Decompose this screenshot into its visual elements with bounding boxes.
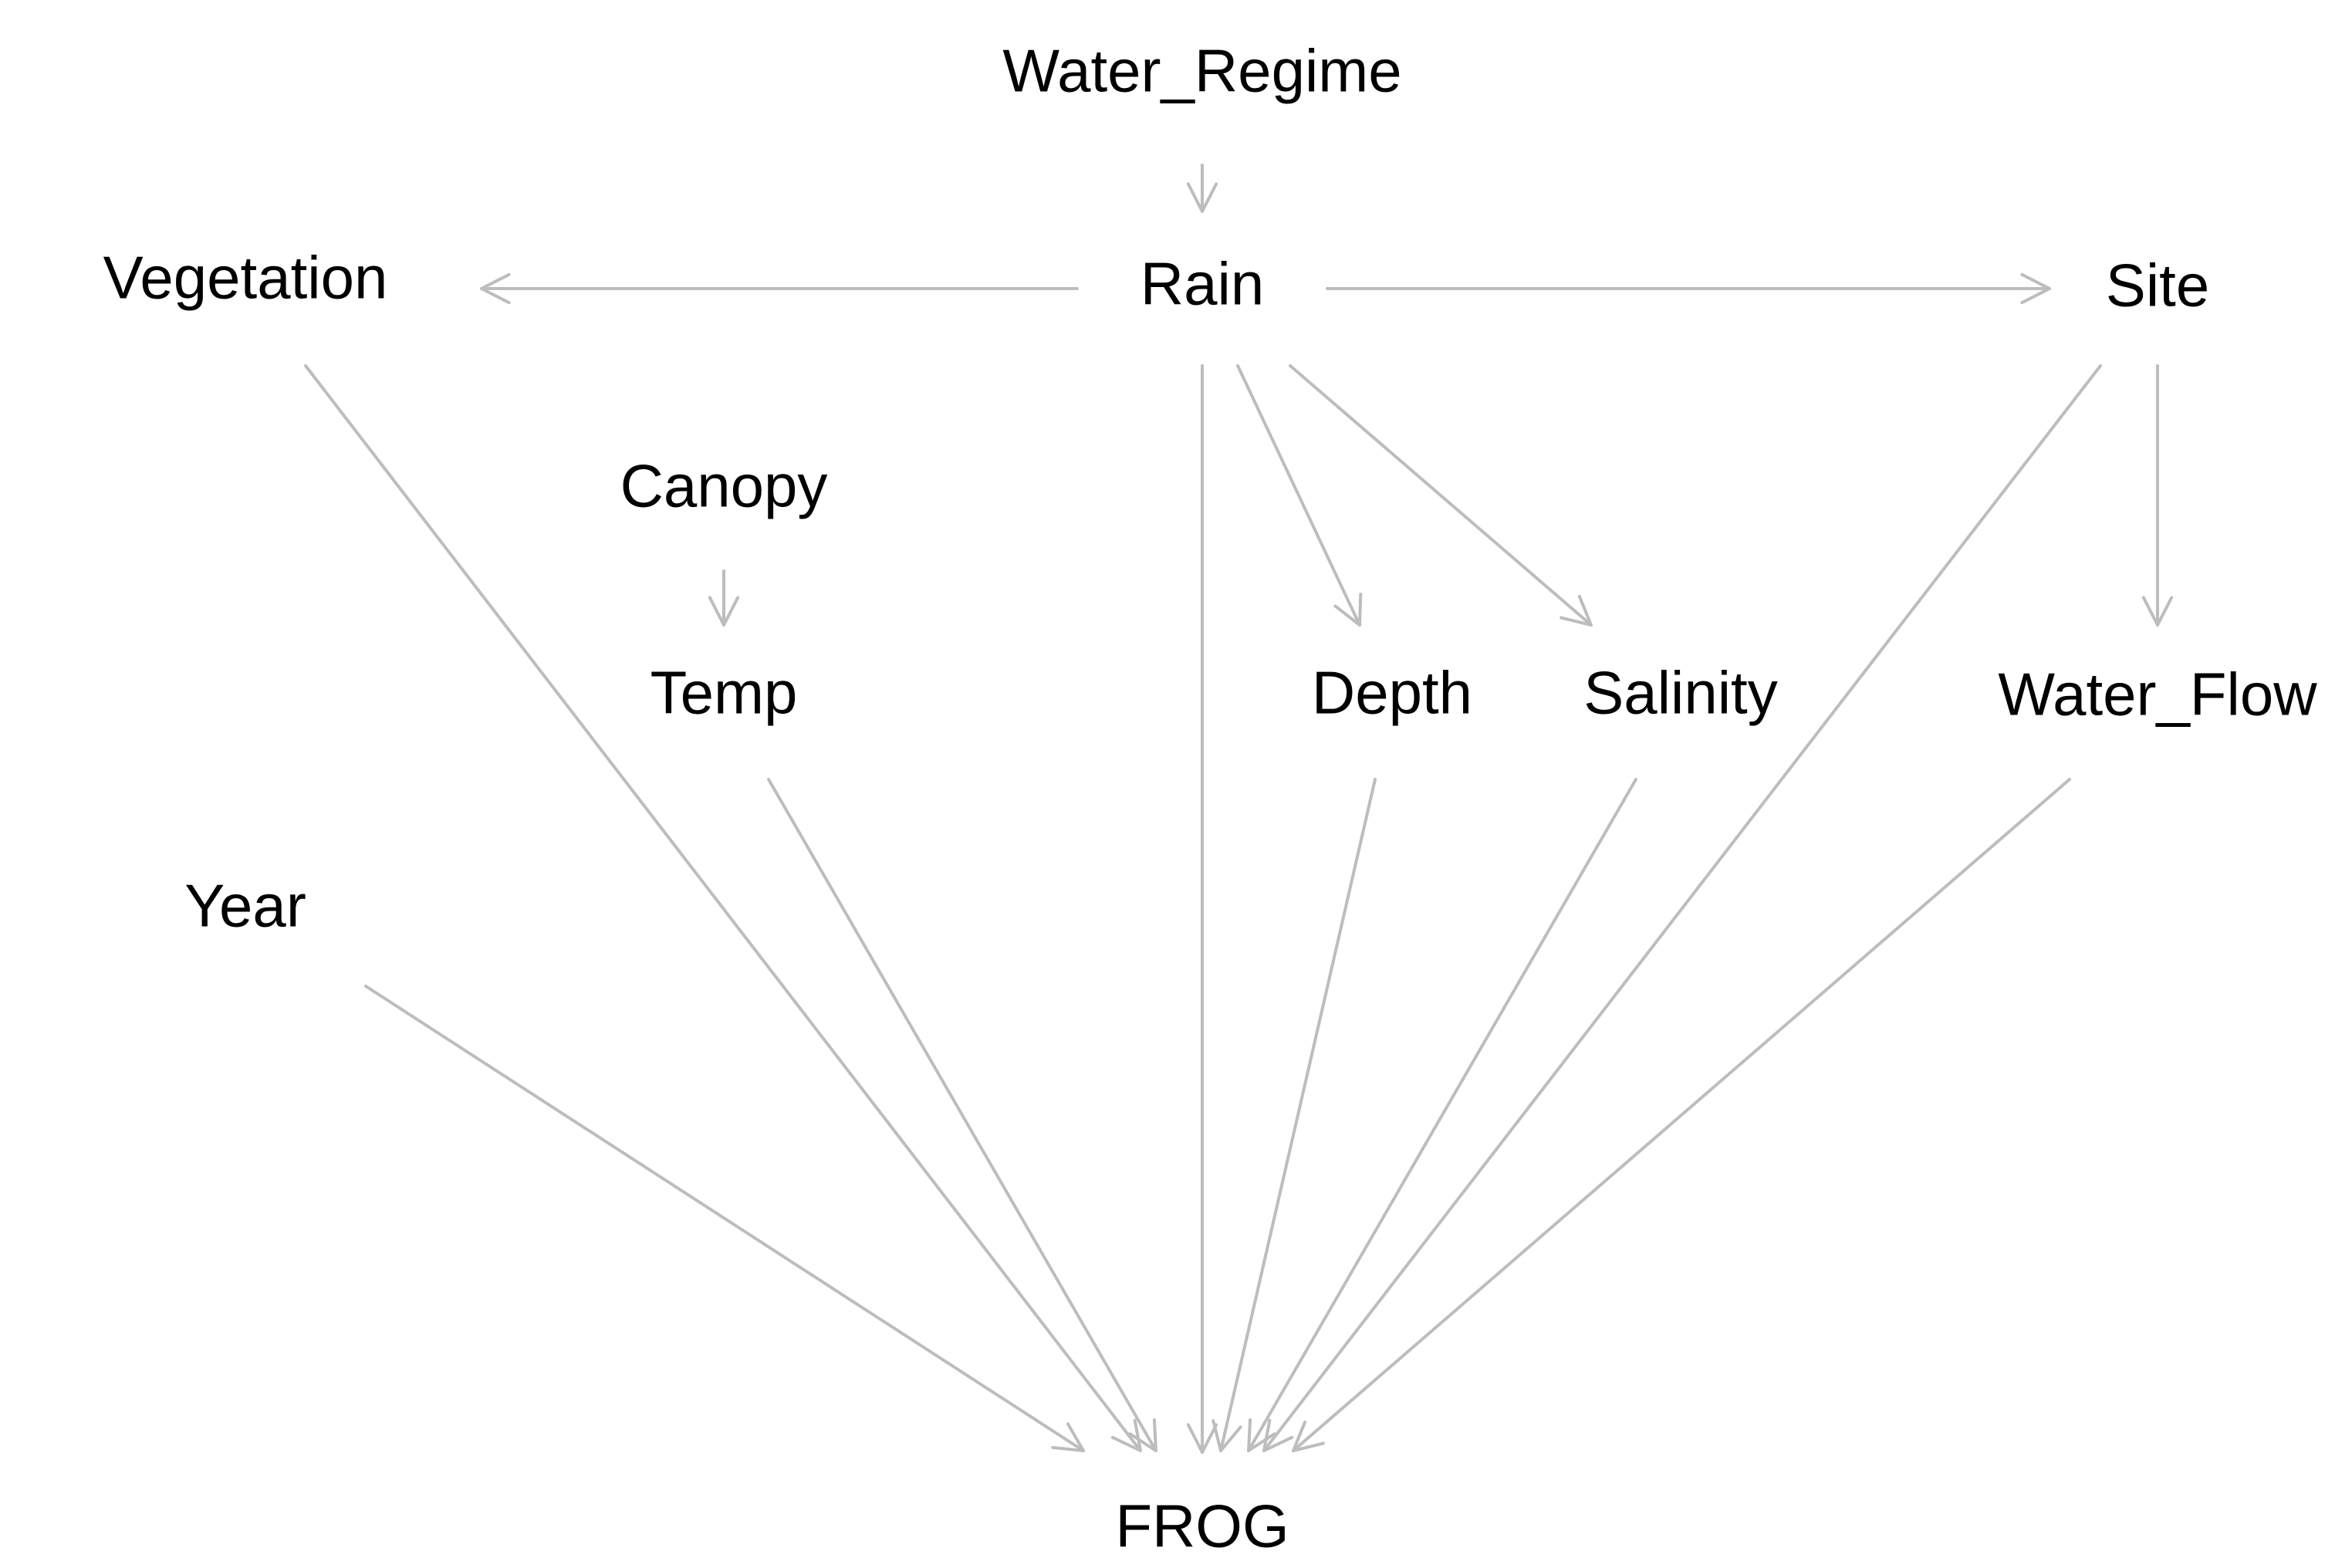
edge-rain-to-depth bbox=[1236, 364, 1363, 627]
arrowhead-icon bbox=[1128, 1418, 1157, 1452]
node-year: Year bbox=[184, 872, 306, 940]
edge-rain-to-frog bbox=[1186, 364, 1218, 1454]
edge-line bbox=[1219, 778, 1377, 1452]
node-vegetation: Vegetation bbox=[103, 244, 388, 312]
edge-canopy-to-temp bbox=[708, 569, 740, 627]
node-site: Site bbox=[2106, 252, 2209, 319]
edge-vegetation-to-frog bbox=[304, 364, 1142, 1452]
arrowhead-icon bbox=[1051, 1422, 1085, 1452]
edge-rain-to-vegetation bbox=[480, 272, 1079, 305]
node-canopy: Canopy bbox=[620, 452, 828, 520]
nodes-layer: Water_Regime Rain Vegetation Site Canopy… bbox=[103, 37, 2318, 1560]
edge-year-to-frog bbox=[364, 985, 1085, 1452]
node-depth: Depth bbox=[1312, 659, 1472, 727]
edge-line bbox=[1292, 778, 2071, 1452]
arrowhead-icon bbox=[2141, 596, 2174, 627]
arrowhead-icon bbox=[2020, 272, 2051, 305]
edge-site-to-frog bbox=[1262, 364, 2102, 1452]
node-water-regime: Water_Regime bbox=[1002, 37, 1401, 105]
arrowhead-icon bbox=[1110, 1418, 1142, 1452]
arrowhead-icon bbox=[1262, 1418, 1294, 1452]
edge-site-to-water-flow bbox=[2141, 364, 2174, 627]
arrowhead-icon bbox=[1186, 182, 1218, 213]
node-temp: Temp bbox=[651, 659, 798, 727]
edge-rain-to-salinity bbox=[1289, 364, 1593, 627]
node-rain: Rain bbox=[1141, 250, 1264, 318]
node-frog: FROG bbox=[1115, 1492, 1289, 1560]
edge-depth-to-frog bbox=[1211, 778, 1377, 1452]
edge-line bbox=[1247, 778, 1637, 1452]
edges-layer bbox=[304, 164, 2174, 1454]
arrowhead-icon bbox=[1560, 594, 1593, 627]
arrowhead-icon bbox=[1247, 1418, 1276, 1452]
arrowhead-icon bbox=[1211, 1419, 1242, 1452]
arrowhead-icon bbox=[1292, 1420, 1325, 1452]
edge-rain-to-site bbox=[1326, 272, 2051, 305]
edge-line bbox=[1236, 364, 1361, 627]
edge-line bbox=[1289, 364, 1593, 627]
edge-water-flow-to-frog bbox=[1292, 778, 2071, 1452]
arrowhead-icon bbox=[1186, 1423, 1218, 1454]
node-water-flow: Water_Flow bbox=[1998, 661, 2317, 728]
edge-temp-to-frog bbox=[767, 778, 1157, 1452]
arrowhead-icon bbox=[1333, 593, 1363, 627]
node-salinity: Salinity bbox=[1583, 659, 1777, 727]
arrowhead-icon bbox=[708, 596, 740, 627]
arrowhead-icon bbox=[480, 272, 511, 305]
edge-line bbox=[1262, 364, 2102, 1452]
edge-salinity-to-frog bbox=[1247, 778, 1637, 1452]
edge-water-regime-to-rain bbox=[1186, 164, 1218, 213]
edge-line bbox=[304, 364, 1142, 1452]
edge-line bbox=[767, 778, 1157, 1452]
edge-line bbox=[364, 985, 1085, 1452]
